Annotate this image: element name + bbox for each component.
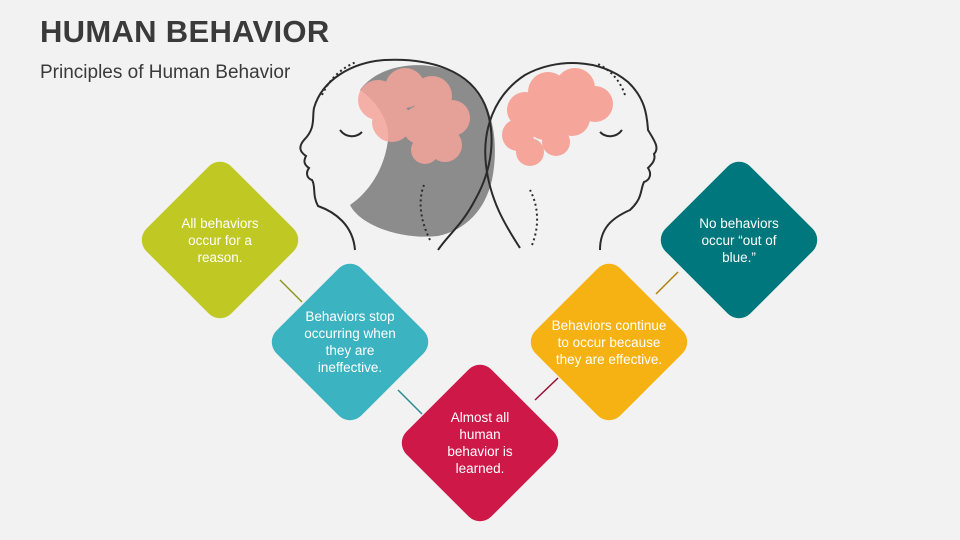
right-neck-dots bbox=[529, 189, 538, 246]
right-brain-icon bbox=[502, 68, 613, 166]
principle-1-label: All behaviors occur for a reason. bbox=[181, 215, 259, 265]
right-hair-dots bbox=[597, 63, 626, 96]
page-subtitle: Principles of Human Behavior bbox=[40, 62, 291, 83]
principle-5-label: No behaviors occur “out of blue.” bbox=[699, 215, 779, 265]
left-neck-dots bbox=[419, 184, 431, 241]
left-hair-dots bbox=[321, 61, 357, 96]
page-title: HUMAN BEHAVIOR bbox=[40, 14, 330, 49]
connector-3-4 bbox=[534, 377, 559, 401]
right-face-outline bbox=[484, 62, 658, 251]
connector-4-5 bbox=[655, 271, 679, 295]
principle-4-label: Behaviors continue to occur because they… bbox=[551, 317, 667, 367]
left-face-outline bbox=[299, 58, 493, 251]
right-closed-eye bbox=[599, 129, 623, 138]
connector-2-3 bbox=[397, 389, 423, 415]
right-head-icon bbox=[484, 62, 658, 251]
principle-1-diamond: All behaviors occur for a reason. bbox=[135, 155, 305, 325]
principle-3-diamond: Almost all human behavior is learned. bbox=[395, 358, 565, 528]
principle-2-diamond: Behaviors stop occurring when they are i… bbox=[265, 257, 435, 427]
principle-3-label: Almost all human behavior is learned. bbox=[447, 410, 513, 476]
connector-lines bbox=[279, 271, 679, 415]
principle-2-label: Behaviors stop occurring when they are i… bbox=[304, 309, 396, 375]
principle-4-diamond: Behaviors continue to occur because they… bbox=[524, 257, 694, 427]
connector-1-2 bbox=[279, 279, 303, 303]
principle-5-diamond: No behaviors occur “out of blue.” bbox=[654, 155, 824, 325]
left-closed-eye bbox=[339, 129, 363, 138]
left-head-icon bbox=[299, 58, 495, 251]
left-brain-icon bbox=[358, 68, 470, 164]
